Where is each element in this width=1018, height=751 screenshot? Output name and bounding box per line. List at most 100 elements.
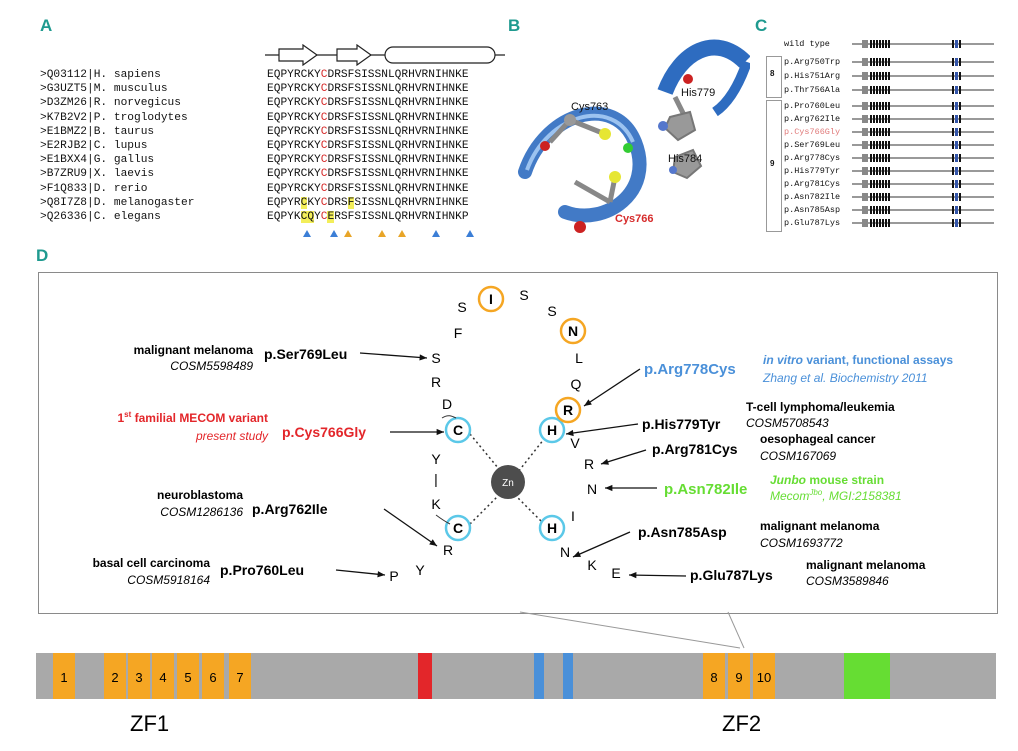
ref-asn782: MecomJbo, MGI:2158381: [770, 488, 902, 503]
construct-schematic: [852, 102, 994, 110]
construct-label: p.Cys766Gly: [784, 127, 841, 137]
construct-schematic: [852, 72, 994, 80]
zinc-finger-box: [128, 653, 150, 699]
zinc-finger-number: 6: [209, 670, 216, 685]
residue-his784: H: [547, 520, 557, 536]
alignment-row-sequence: EQPYRCKYCDRSFSISSNLQRHVRNIHNKE: [267, 140, 469, 152]
pointer-line: [600, 449, 647, 465]
alignment-row-sequence: EQPYRCKYCDRSFSISSNLQRHVRNIHNKE: [267, 97, 469, 110]
disease-glu787: malignant melanoma: [806, 558, 926, 572]
zinc-finger-box: [152, 653, 174, 699]
pointer-line: [565, 423, 639, 435]
alignment-row-id: >E2RJB2|C. lupus: [40, 140, 148, 152]
residue-his784-ring: [538, 514, 566, 542]
zinc-finger-number: 1: [60, 670, 67, 685]
residue: R: [443, 542, 453, 558]
alignment-row-id: >Q26336|C. elegans: [40, 211, 161, 223]
construct-label: p.Ser769Leu: [784, 140, 841, 150]
residue-ile: I: [489, 291, 493, 307]
zinc-finger-box: [703, 653, 725, 699]
panel-label-b: B: [508, 16, 521, 35]
construct-schematic: [852, 167, 994, 175]
construct-schematic: [852, 141, 994, 149]
construct-schematic: [852, 193, 994, 201]
pointer-arrowhead: [566, 429, 574, 437]
construct-label: p.Arg762Ile: [784, 114, 841, 124]
pointer-line: [572, 531, 631, 558]
zinc-finger-panel: [38, 272, 998, 614]
pointer-arrowhead: [419, 354, 427, 361]
panel-label-d: D: [36, 246, 49, 265]
triangle-blue: [432, 230, 440, 237]
panel-label-c: C: [755, 16, 768, 35]
mutation-pro760: p.Pro760Leu: [220, 562, 304, 578]
panel-label-a: A: [40, 16, 53, 35]
residue: Q: [571, 376, 582, 392]
alignment-row-id: >E1BXX4|G. gallus: [40, 154, 155, 167]
zinc-finger-box: [53, 653, 75, 699]
pointer-arrowhead: [584, 399, 592, 406]
pointer-arrowhead: [573, 551, 581, 557]
zinc-finger-number: 2: [111, 670, 118, 685]
zinc-finger-box: [177, 653, 199, 699]
alignment-row-id: >F1Q833|D. rerio: [40, 182, 148, 195]
disease-cys766: 1st familial MECOM variant: [117, 410, 268, 425]
alignment-row-sequence: EQPYKCQYCERSFSISSNLQRHVRNIHNKP: [267, 211, 469, 223]
beta-strand-arrow-2: [336, 44, 373, 66]
residue: E: [611, 565, 620, 581]
zoom-lines: [519, 611, 745, 649]
acidic-domain: [844, 653, 890, 699]
residue-asn-ring: [559, 317, 587, 345]
residue: I: [571, 508, 575, 524]
pointer-arrowhead: [601, 458, 609, 465]
construct-schematic: [852, 206, 994, 214]
residue: S: [519, 287, 528, 303]
construct-label: p.His779Tyr: [784, 166, 841, 176]
pointer-arrowhead: [629, 572, 637, 579]
zinc-finger-number: 10: [757, 670, 771, 685]
construct-label: p.Glu787Lys: [784, 218, 841, 228]
zinc-finger-number: 5: [184, 670, 191, 685]
alignment-row-sequence: EQPYRCKYCDRSFSISSNLQRHVRNIHNKE: [267, 196, 469, 209]
residue: Y: [415, 562, 425, 578]
alignment-row-sequence: EQPYRCKYCDRSFSISSNLQRHVRNIHNKE: [267, 83, 469, 96]
zinc-finger-number: 9: [735, 670, 742, 685]
residue: N: [587, 481, 597, 497]
disease-arg781: oesophageal cancer: [760, 432, 876, 446]
triangle-blue: [466, 230, 474, 237]
label-cys766: Cys766: [615, 213, 654, 225]
group-9-bracket: 9: [766, 100, 782, 232]
disease-arg762: neuroblastoma: [157, 488, 243, 502]
residue: K: [587, 557, 597, 573]
disease-pro760: basal cell carcinoma: [93, 556, 211, 570]
triangle-orange: [378, 230, 386, 237]
label-his779: His779: [681, 87, 715, 99]
alignment-row-id: >Q8I7Z8|D. melanogaster: [40, 196, 195, 209]
alignment-row-id: >B7ZRU9|X. laevis: [40, 168, 155, 181]
secondary-structure-diagram: [265, 44, 505, 66]
zinc-finger-box: [104, 653, 126, 699]
construct-label: p.Thr756Ala: [784, 85, 841, 95]
alignment-markers: [303, 230, 474, 237]
construct-label: p.Arg778Cys: [784, 153, 841, 163]
construct-schematic: [852, 40, 994, 48]
residue-cys763: C: [453, 520, 463, 536]
pointer-arrowhead: [377, 571, 385, 578]
zinc-atom: [491, 465, 525, 499]
triangle-orange: [398, 230, 406, 237]
residue: V: [570, 435, 580, 451]
residue: D: [442, 396, 452, 412]
triangle-blue: [330, 230, 338, 237]
zf2-label: ZF2: [722, 711, 761, 736]
residue-cys763-ring: [444, 514, 472, 542]
desc-arg778: in vitro variant, functional assays: [763, 353, 953, 367]
domain-marker-blue: [534, 653, 544, 699]
cosm-arg781: COSM167069: [760, 449, 836, 463]
construct-label: p.Arg781Cys: [784, 179, 841, 189]
pointer-arrowhead: [436, 428, 444, 436]
alignment-row-id: >Q03112|H. sapiens: [40, 69, 161, 81]
construct-label: p.Asn785Asp: [784, 205, 841, 215]
zinc-finger-box: [229, 653, 251, 699]
